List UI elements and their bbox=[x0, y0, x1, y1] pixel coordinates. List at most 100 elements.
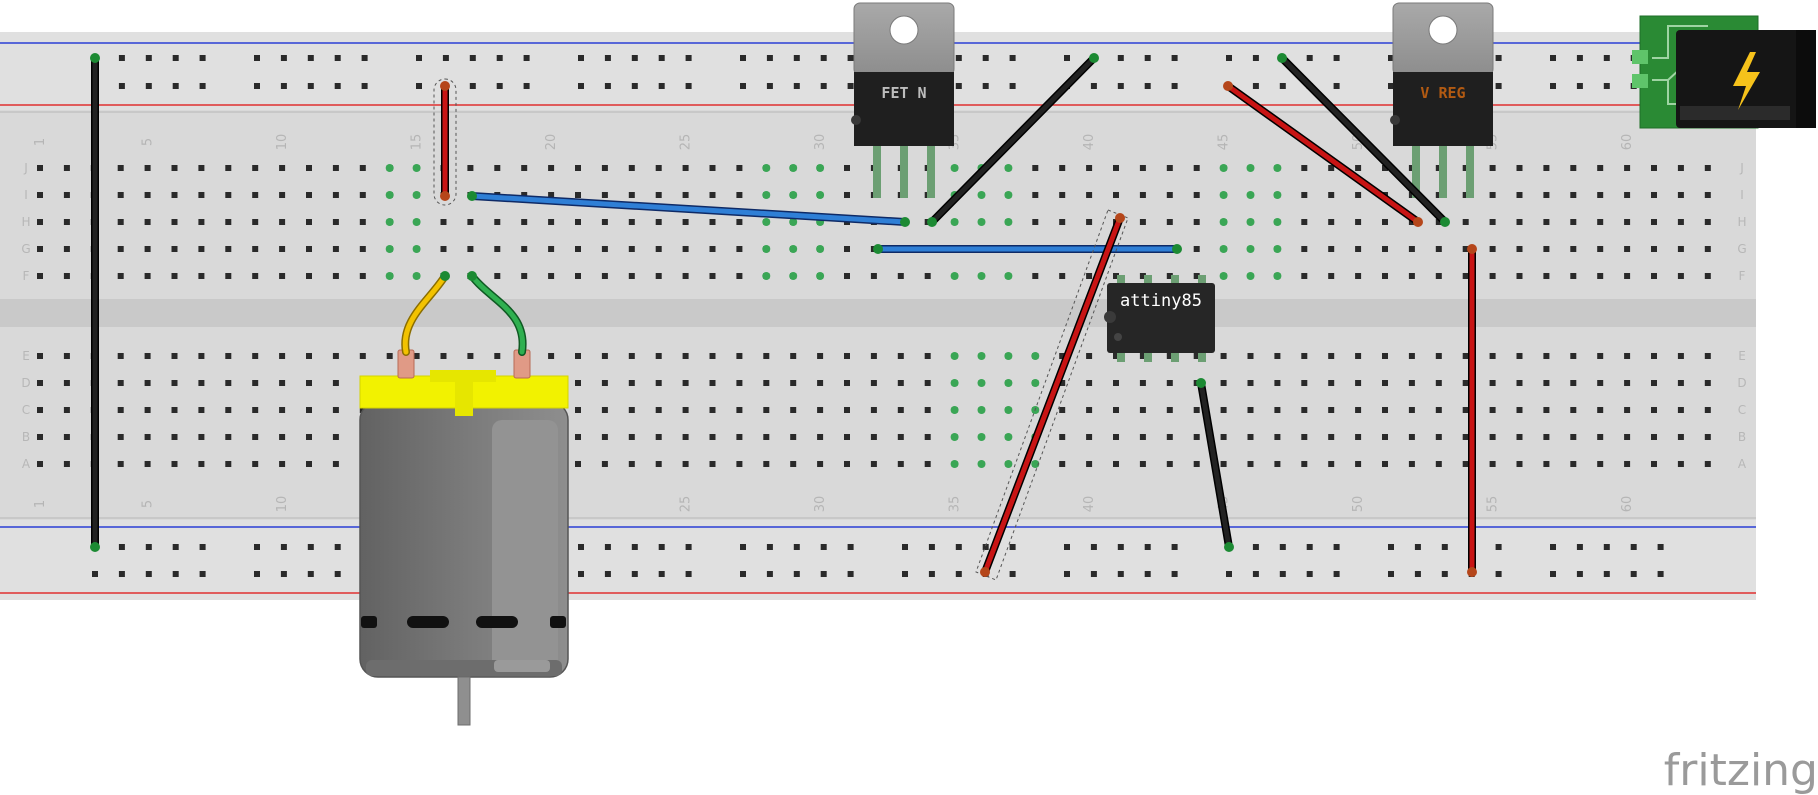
breadboard-hole bbox=[844, 461, 850, 467]
wire-red-rail-to-chip[interactable] bbox=[975, 209, 1129, 581]
breadboard-hole bbox=[1139, 273, 1146, 279]
breadboard-hole bbox=[117, 192, 124, 198]
breadboard-hole bbox=[1677, 273, 1684, 279]
motor-lead-green[interactable] bbox=[467, 271, 527, 356]
attiny85-chip[interactable]: attiny85 bbox=[1104, 275, 1215, 362]
power-jack[interactable] bbox=[1632, 15, 1816, 129]
wire-blue-motor-to-fet[interactable] bbox=[467, 191, 910, 227]
breadboard-hole bbox=[252, 407, 259, 413]
breadboard-hole bbox=[820, 55, 827, 61]
breadboard-hole bbox=[1306, 571, 1313, 577]
breadboard-hole bbox=[117, 219, 124, 225]
breadboard-hole bbox=[604, 55, 611, 61]
breadboard-hole bbox=[225, 219, 232, 225]
column-number: 1 bbox=[33, 138, 48, 146]
wire-black-fet-to-rail[interactable] bbox=[927, 53, 1099, 227]
wire-red-rail-to-vreg[interactable] bbox=[1223, 81, 1423, 227]
wire-black-chip-to-rail[interactable] bbox=[1196, 378, 1234, 552]
breadboard-hole bbox=[252, 192, 259, 198]
motor-lead-yellow[interactable] bbox=[401, 271, 450, 356]
breadboard-hole bbox=[628, 273, 635, 279]
breadboard-hole bbox=[1462, 273, 1469, 279]
breadboard-hole bbox=[1355, 165, 1362, 171]
breadboard-hole bbox=[682, 192, 689, 198]
breadboard-hole bbox=[1543, 246, 1550, 252]
breadboard-hole bbox=[332, 434, 339, 440]
breadboard-hole bbox=[844, 165, 850, 171]
breadboard-hole bbox=[359, 219, 366, 225]
breadboard-hole bbox=[1086, 380, 1093, 386]
breadboard-hole bbox=[1247, 353, 1254, 359]
breadboard-hole bbox=[924, 353, 931, 359]
connected-hole bbox=[1004, 218, 1013, 226]
connected-hole bbox=[977, 460, 986, 468]
breadboard-hole bbox=[897, 353, 904, 359]
breadboard-hole bbox=[1220, 380, 1227, 386]
breadboard-hole bbox=[924, 461, 931, 467]
breadboard-hole bbox=[1462, 246, 1469, 252]
breadboard-hole bbox=[1139, 434, 1146, 440]
wire-black-rail-to-vreg[interactable] bbox=[1277, 53, 1450, 227]
column-number: 25 bbox=[679, 134, 694, 151]
breadboard-hole bbox=[279, 273, 286, 279]
wire-red-vreg-to-rail[interactable] bbox=[1467, 244, 1477, 577]
breadboard-hole bbox=[37, 165, 43, 171]
breadboard-hole bbox=[1462, 380, 1469, 386]
breadboard-hole bbox=[92, 571, 98, 577]
breadboard-hole bbox=[709, 273, 716, 279]
breadboard-hole bbox=[225, 434, 232, 440]
breadboard-hole bbox=[1382, 246, 1388, 252]
connected-hole bbox=[1004, 191, 1013, 199]
breadboard-hole bbox=[1603, 55, 1610, 61]
breadboard-hole bbox=[1597, 273, 1604, 279]
breadboard-hole bbox=[1435, 219, 1442, 225]
breadboard-hole bbox=[575, 461, 581, 467]
dc-motor[interactable] bbox=[359, 349, 569, 726]
row-label: J bbox=[23, 161, 28, 175]
breadboard-hole bbox=[628, 461, 635, 467]
voltage-regulator[interactable]: V REG bbox=[1390, 2, 1494, 198]
breadboard-hole bbox=[1090, 544, 1097, 550]
breadboard-hole bbox=[1355, 407, 1362, 413]
breadboard-hole bbox=[225, 407, 232, 413]
breadboard-hole bbox=[763, 461, 770, 467]
breadboard-hole bbox=[1408, 353, 1415, 359]
breadboard-hole bbox=[1113, 434, 1119, 440]
breadboard-hole bbox=[628, 246, 635, 252]
breadboard-hole bbox=[225, 192, 232, 198]
breadboard-hole bbox=[631, 544, 638, 550]
breadboard-hole bbox=[575, 380, 581, 386]
breadboard-hole bbox=[254, 544, 260, 550]
column-number: 25 bbox=[679, 496, 694, 513]
breadboard-hole bbox=[604, 83, 611, 89]
breadboard-hole bbox=[1651, 246, 1657, 252]
breadboard-hole bbox=[171, 380, 178, 386]
breadboard-hole bbox=[1462, 192, 1469, 198]
fet-transistor[interactable]: FET N bbox=[851, 2, 955, 198]
breadboard-hole bbox=[1382, 434, 1388, 440]
breadboard-hole bbox=[306, 434, 312, 440]
breadboard-hole bbox=[1139, 407, 1146, 413]
breadboard-hole bbox=[870, 353, 877, 359]
breadboard-hole bbox=[1462, 407, 1469, 413]
row-label: H bbox=[21, 215, 30, 229]
breadboard-hole bbox=[521, 273, 528, 279]
breadboard-hole bbox=[655, 165, 662, 171]
breadboard-hole bbox=[1408, 246, 1415, 252]
wire-black-rail-to-rail[interactable] bbox=[90, 53, 100, 552]
breadboard-hole bbox=[1570, 461, 1577, 467]
connected-hole bbox=[977, 433, 986, 441]
breadboard-hole bbox=[1032, 219, 1039, 225]
wire-blue-fet-to-chip[interactable] bbox=[873, 244, 1182, 254]
breadboard-hole bbox=[1113, 407, 1119, 413]
breadboard-hole bbox=[1570, 353, 1577, 359]
breadboard-hole bbox=[1570, 192, 1577, 198]
breadboard-hole bbox=[682, 380, 689, 386]
column-number: 55 bbox=[1486, 496, 1501, 513]
wire-red-rail-to-row-j[interactable] bbox=[433, 78, 457, 206]
breadboard-hole bbox=[1059, 273, 1066, 279]
breadboard-hole bbox=[1117, 544, 1124, 550]
breadboard-hole bbox=[1576, 55, 1583, 61]
connected-hole bbox=[789, 245, 798, 253]
breadboard-hole bbox=[1677, 407, 1684, 413]
